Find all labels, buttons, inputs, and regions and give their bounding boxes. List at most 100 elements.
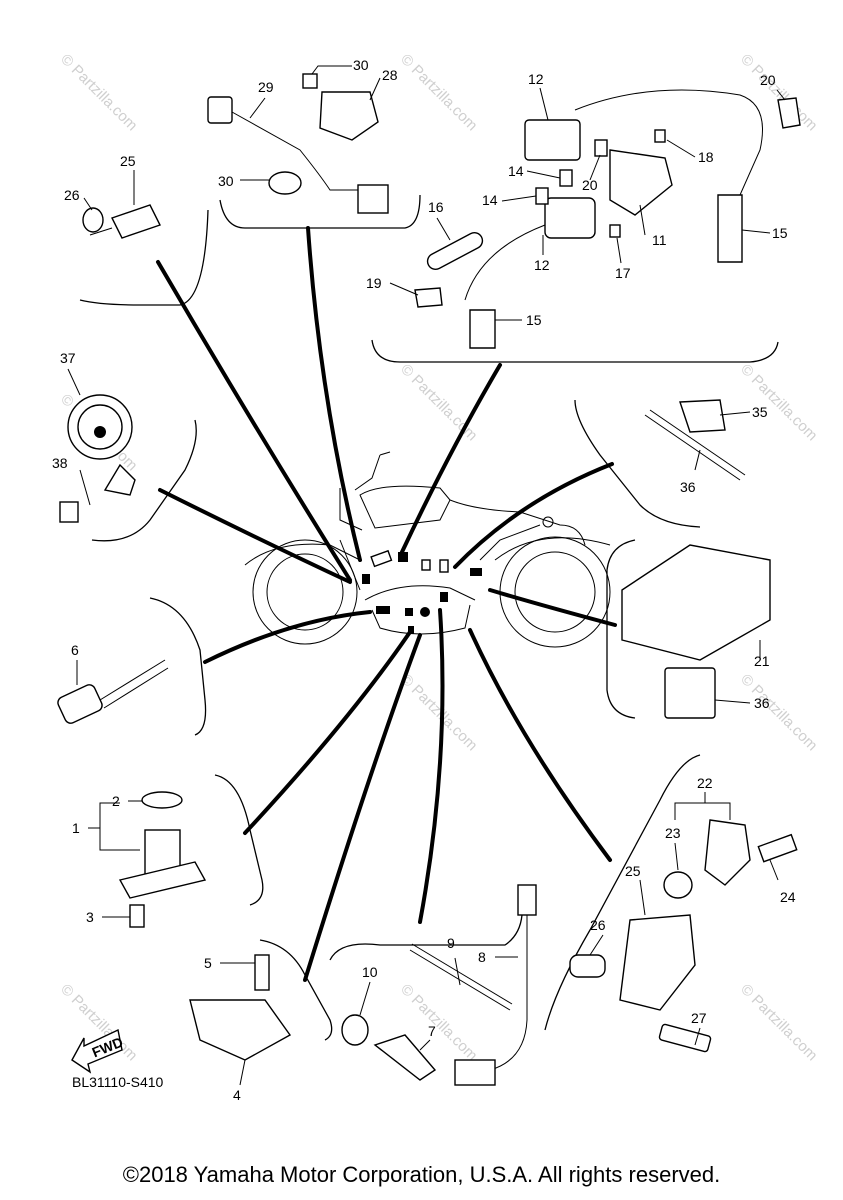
part-number: 14 bbox=[508, 163, 524, 179]
ignition-coil-12 bbox=[524, 119, 581, 161]
tube-16 bbox=[426, 231, 484, 271]
bike-parts-markers bbox=[362, 549, 482, 634]
watermark: © Partzilla.com bbox=[397, 671, 480, 754]
part-number: 30 bbox=[218, 173, 234, 189]
grommet-32 bbox=[268, 171, 302, 195]
part-number: 36 bbox=[680, 479, 696, 495]
relay-36 bbox=[664, 667, 716, 719]
horn-bracket bbox=[103, 463, 136, 496]
part-number: 27 bbox=[691, 1010, 707, 1026]
ignition-coil-13 bbox=[544, 197, 596, 239]
part-number: 3 bbox=[86, 909, 94, 925]
plug-8 bbox=[454, 1059, 496, 1086]
sensor-4 bbox=[189, 999, 292, 1061]
part-number: 9 bbox=[447, 935, 455, 951]
bolt-27 bbox=[658, 1023, 712, 1053]
sensor-31-connector bbox=[207, 96, 233, 124]
part-number: 38 bbox=[52, 455, 68, 471]
part-number: 22 bbox=[697, 775, 713, 791]
bolt-33 bbox=[302, 73, 318, 89]
o-ring-23 bbox=[663, 871, 693, 899]
part-number: 30 bbox=[353, 57, 369, 73]
part-number: 18 bbox=[698, 149, 714, 165]
connector-8 bbox=[517, 884, 537, 916]
clip-20 bbox=[777, 97, 801, 129]
watermark: © Partzilla.com bbox=[397, 361, 480, 444]
bolt-18 bbox=[594, 139, 608, 157]
part-number: 1 bbox=[72, 820, 80, 836]
bracket-sensor6-group bbox=[149, 597, 207, 736]
plug-cap-15 bbox=[717, 194, 743, 263]
part-number: 2 bbox=[112, 793, 120, 809]
part-number: 7 bbox=[428, 1023, 436, 1039]
diagram-code: BL31110-S410 bbox=[72, 1074, 164, 1090]
washer-10 bbox=[341, 1014, 369, 1046]
bolt-14a bbox=[559, 169, 573, 187]
part-number: 25 bbox=[625, 863, 641, 879]
bolt-24 bbox=[757, 833, 798, 863]
part-number: 26 bbox=[64, 187, 80, 203]
part-number: 14 bbox=[482, 192, 498, 208]
bracket-horn-group bbox=[91, 419, 197, 542]
sensor-7 bbox=[373, 1034, 437, 1081]
holder-25 bbox=[619, 914, 696, 1011]
watermark: © Partzilla.com bbox=[57, 51, 140, 134]
bolt-38 bbox=[59, 501, 79, 523]
part-number: 36 bbox=[754, 695, 770, 711]
coil-bracket bbox=[609, 149, 673, 216]
part-number: 5 bbox=[204, 955, 212, 971]
part-number: 35 bbox=[752, 404, 768, 420]
part-number: 20 bbox=[760, 72, 776, 88]
copyright-notice: ©2018 Yamaha Motor Corporation, U.S.A. A… bbox=[122, 1162, 721, 1187]
bracket-ignition-group bbox=[371, 339, 779, 363]
part-number: 12 bbox=[534, 257, 550, 273]
sensor-6 bbox=[57, 684, 103, 724]
part-number: 23 bbox=[665, 825, 681, 841]
part-number: 12 bbox=[528, 71, 544, 87]
bracket-sensor-group bbox=[219, 194, 421, 229]
part-number: 6 bbox=[71, 642, 79, 658]
part-number: 24 bbox=[780, 889, 796, 905]
bracket-band-group bbox=[574, 399, 701, 528]
part-number: 19 bbox=[366, 275, 382, 291]
part-number: 10 bbox=[362, 964, 378, 980]
part-number: 15 bbox=[526, 312, 542, 328]
bracket-sensor4-group bbox=[259, 939, 333, 1041]
bolt-3 bbox=[129, 904, 145, 928]
fwd-arrow-icon bbox=[71, 1028, 123, 1074]
collar-17a bbox=[654, 129, 666, 143]
bracket-ecu-group bbox=[606, 539, 636, 719]
clamp-19 bbox=[414, 287, 443, 308]
part-number: 28 bbox=[382, 67, 398, 83]
part-number: 37 bbox=[60, 350, 76, 366]
bracket-top-left bbox=[79, 209, 209, 306]
collar-17b bbox=[609, 224, 621, 238]
part-number: 26 bbox=[590, 917, 606, 933]
bracket-sensor22-group bbox=[544, 754, 701, 1031]
part-number: 20 bbox=[582, 177, 598, 193]
watermark: © Partzilla.com bbox=[737, 981, 820, 1064]
watermark: © Partzilla.com bbox=[397, 51, 480, 134]
ecu-21 bbox=[621, 544, 771, 661]
part-number: 16 bbox=[428, 199, 444, 215]
sensor-22 bbox=[704, 819, 751, 886]
part-number: 15 bbox=[772, 225, 788, 241]
plug-cap-15b bbox=[469, 309, 496, 349]
part-sketches: FWD bbox=[57, 73, 801, 1086]
watermark: © Partzilla.com bbox=[737, 361, 820, 444]
motorcycle-outline bbox=[244, 451, 611, 648]
part-number: 29 bbox=[258, 79, 274, 95]
bracket-sensor1-group bbox=[214, 774, 264, 906]
sensor-31-plug bbox=[357, 184, 389, 214]
bolt-5 bbox=[254, 954, 270, 991]
group-brackets bbox=[79, 194, 779, 1041]
part-number: 11 bbox=[652, 232, 667, 248]
callout-lines bbox=[156, 226, 617, 982]
washer-29 bbox=[82, 207, 104, 233]
collar-26 bbox=[569, 954, 606, 978]
part-number: 21 bbox=[754, 653, 770, 669]
bracket-sensor8-group bbox=[329, 914, 523, 961]
part-number: 8 bbox=[478, 949, 486, 965]
bolt-14b bbox=[535, 187, 549, 205]
